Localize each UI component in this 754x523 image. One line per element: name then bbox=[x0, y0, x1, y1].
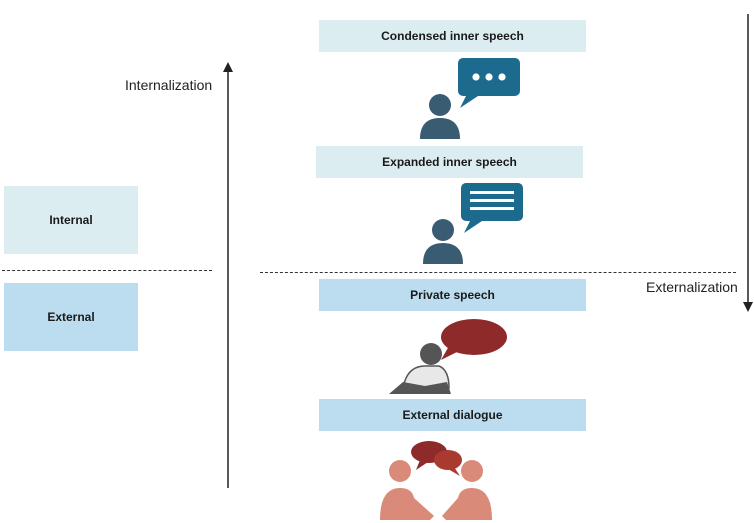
external-box: External bbox=[4, 283, 138, 351]
externalization-arrow bbox=[743, 14, 753, 312]
internal-label: Internal bbox=[49, 213, 93, 227]
level-external-dialogue: External dialogue bbox=[319, 399, 586, 431]
private-speech-icon bbox=[389, 319, 507, 394]
level-expanded-label: Expanded inner speech bbox=[382, 155, 517, 169]
externalization-label: Externalization bbox=[646, 279, 738, 295]
level-external-dialogue-label: External dialogue bbox=[402, 408, 503, 422]
level-private-speech: Private speech bbox=[319, 279, 586, 311]
internalization-label: Internalization bbox=[125, 77, 213, 93]
external-label: External bbox=[47, 310, 95, 324]
level-condensed-label: Condensed inner speech bbox=[381, 29, 524, 43]
external-dialogue-icon bbox=[380, 441, 492, 520]
level-condensed-inner-speech: Condensed inner speech bbox=[319, 20, 586, 52]
condensed-speech-icon bbox=[420, 58, 520, 139]
left-divider bbox=[2, 270, 212, 271]
internal-box: Internal bbox=[4, 186, 138, 254]
level-expanded-inner-speech: Expanded inner speech bbox=[316, 146, 583, 178]
expanded-speech-icon bbox=[423, 183, 523, 264]
level-private-label: Private speech bbox=[410, 288, 495, 302]
right-divider bbox=[260, 272, 736, 273]
internalization-arrow bbox=[223, 62, 233, 488]
